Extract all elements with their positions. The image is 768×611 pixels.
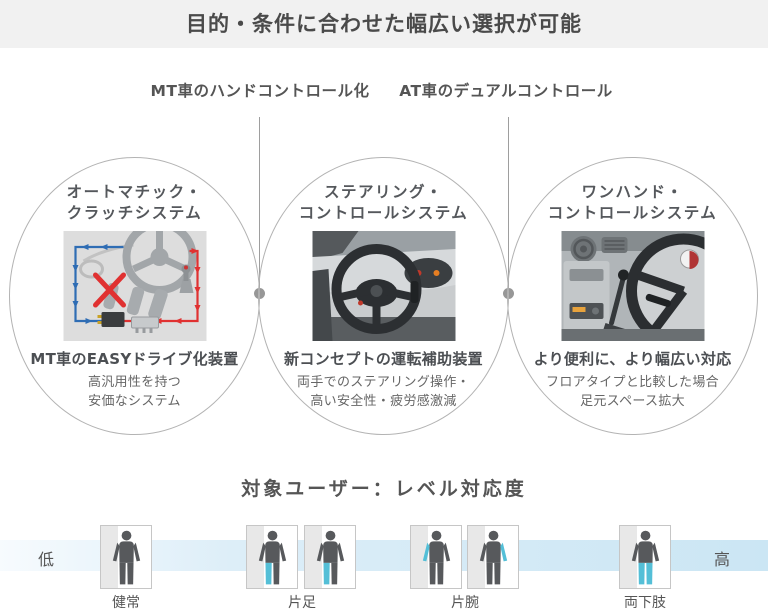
system-circle-steering-control: ステアリング・ コントロールシステム 新コンセプトの運転補助装置 両手でのステア… [258,157,509,435]
system-description: 高汎用性を持つ 安価なシステム [87,375,182,409]
person-icon [316,530,344,585]
figure-box-one-leg-2 [304,525,356,589]
branch-label-at: AT車のデュアルコントロール [399,82,613,100]
connector-line-at [508,117,509,288]
level-high-label: 高 [713,550,730,569]
figure-box-one-arm-2 [467,525,519,589]
branch-label-mt: MT車のハンドコントロール化 [150,82,370,100]
system-description: フロアタイプと比較した場合 足元スペース拡大 [546,375,719,409]
steering-control-photo-image [312,231,455,341]
system-headline: 新コンセプトの運転補助装置 [284,350,483,368]
system-title: オートマチック・ クラッチシステム [66,183,203,222]
figure-label-healthy: 健常 [112,595,140,611]
figure-label-one-arm: 片腕 [451,595,479,611]
system-title: ワンハンド・ コントロールシステム [547,183,718,222]
person-icon [631,530,659,585]
one-hand-control-photo-image [561,231,704,341]
system-headline: より便利に、より幅広い対応 [533,350,732,368]
figure-box-both-lower-limbs [619,525,671,589]
person-icon [258,530,286,585]
user-level-heading: 対象ユーザー：レベル対応度 [241,478,527,500]
system-circle-automatic-clutch: オートマチック・ クラッチシステム [9,157,260,435]
system-circle-one-hand-control: ワンハンド・ コントロールシステム [507,157,758,435]
automatic-clutch-schematic-image [63,231,206,341]
person-icon [112,530,140,585]
page-title: 目的・条件に合わせた幅広い選択が可能 [186,12,582,36]
connector-line-mt [259,117,260,288]
system-headline: MT車のEASYドライブ化装置 [30,350,239,368]
figure-box-one-leg-1 [246,525,298,589]
person-icon [479,530,507,585]
system-description: 両手でのステアリング操作・ 高い安全性・疲労感激減 [297,375,470,409]
figure-label-one-leg: 片足 [288,595,316,611]
figure-box-healthy [100,525,152,589]
title-band: 目的・条件に合わせた幅広い選択が可能 [0,0,768,48]
figure-box-one-arm-1 [410,525,462,589]
person-icon [422,530,450,585]
system-title: ステアリング・ コントロールシステム [298,183,469,222]
figure-label-both-lower-limbs: 両下肢 [624,595,666,611]
level-low-label: 低 [38,550,55,569]
